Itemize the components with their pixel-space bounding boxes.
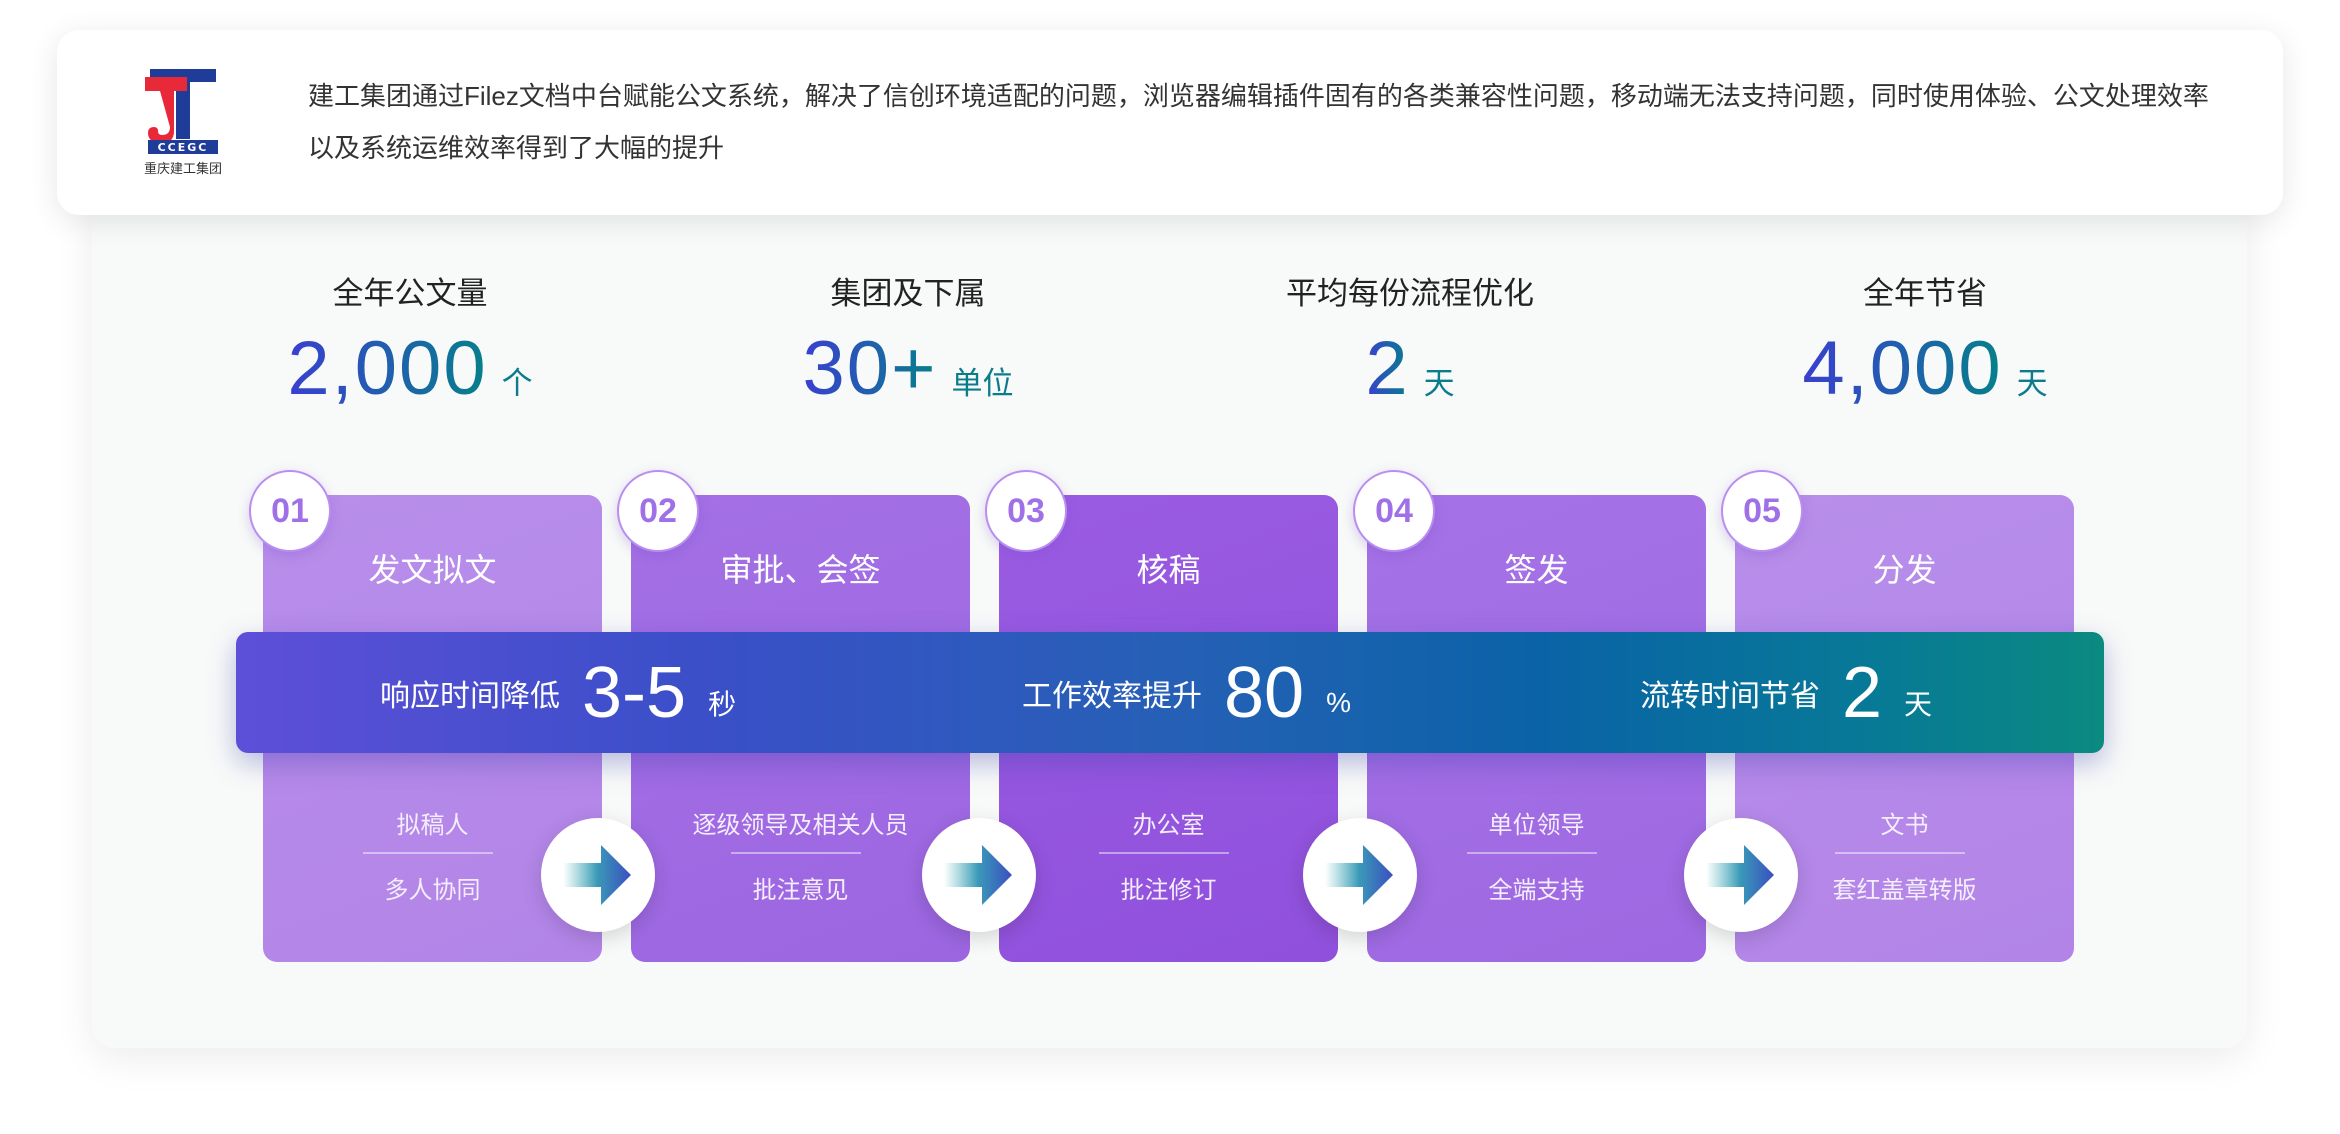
metric-label: 响应时间降低 [380,679,560,713]
divider [731,852,861,854]
stat-unit: 单位 [951,366,1014,401]
step-feature: 批注意见 [752,877,849,904]
stat-annual-documents: 全年公文量 2,000 个 [160,268,660,429]
svg-text:CCEGC: CCEGC [158,141,209,154]
company-logo: CCEGC 重庆建工集团 [130,65,240,180]
step-title: 核稿 [1136,552,1201,588]
stat-label: 集团及下属 [830,276,986,311]
step-number-badge: 01 [249,470,331,552]
stat-annual-savings: 全年节省 4,000 天 [1675,268,2175,429]
intro-text: 建工集团通过Filez文档中台赋能公文系统，解决了信创环境适配的问题，浏览器编辑… [308,81,2209,163]
stat-unit: 天 [1423,366,1455,401]
step-role: 文书 [1880,812,1929,839]
divider [1835,852,1965,854]
step-title: 签发 [1504,552,1569,588]
step-number-badge: 05 [1721,470,1803,552]
step-feature: 批注修订 [1120,877,1217,904]
step-number-badge: 03 [985,470,1067,552]
step-title: 审批、会签 [720,552,881,588]
divider [1467,852,1597,854]
step-role: 办公室 [1132,812,1205,839]
metric-unit: 秒 [708,688,737,720]
step-role: 逐级领导及相关人员 [692,812,909,839]
svg-text:重庆建工集团: 重庆建工集团 [144,161,222,177]
stat-label: 全年节省 [1863,276,1987,311]
stat-value: 2 [1365,326,1410,411]
metric-value: 3-5 [582,652,687,733]
step-role: 拟稿人 [396,812,469,839]
metric-label: 工作效率提升 [1022,679,1202,713]
arrow-right-icon [1303,818,1417,932]
metric-unit: % [1326,686,1351,718]
metric-value: 80 [1224,652,1305,733]
step-title: 分发 [1872,552,1937,588]
stat-value: 4,000 [1802,326,2003,411]
metric-unit: 天 [1904,688,1933,720]
arrow-right-icon [922,818,1036,932]
step-feature: 套红盖章转版 [1832,877,1977,904]
stat-value: 2,000 [287,326,488,411]
metric-value: 2 [1842,652,1883,733]
step-feature: 全端支持 [1488,877,1585,904]
stat-unit: 个 [501,366,533,401]
step-number-badge: 02 [617,470,699,552]
stat-value: 30+ [802,326,938,411]
divider [1099,852,1229,854]
stat-label: 平均每份流程优化 [1286,276,1534,311]
step-feature: 多人协同 [384,877,481,904]
arrow-right-icon [1684,818,1798,932]
arrow-right-icon [541,818,655,932]
step-title: 发文拟文 [368,552,497,588]
stat-label: 全年公文量 [332,276,488,311]
stat-units: 集团及下属 30+ 单位 [658,268,1158,429]
divider [363,852,493,854]
step-number-badge: 04 [1353,470,1435,552]
stat-unit: 天 [2016,366,2048,401]
step-role: 单位领导 [1488,812,1585,839]
intro-card [57,30,2283,215]
metric-efficiency: 工作效率提升 80% [1022,632,1351,753]
metric-label: 流转时间节省 [1640,679,1820,713]
metric-response-time: 响应时间降低 3-5 秒 [380,632,736,753]
